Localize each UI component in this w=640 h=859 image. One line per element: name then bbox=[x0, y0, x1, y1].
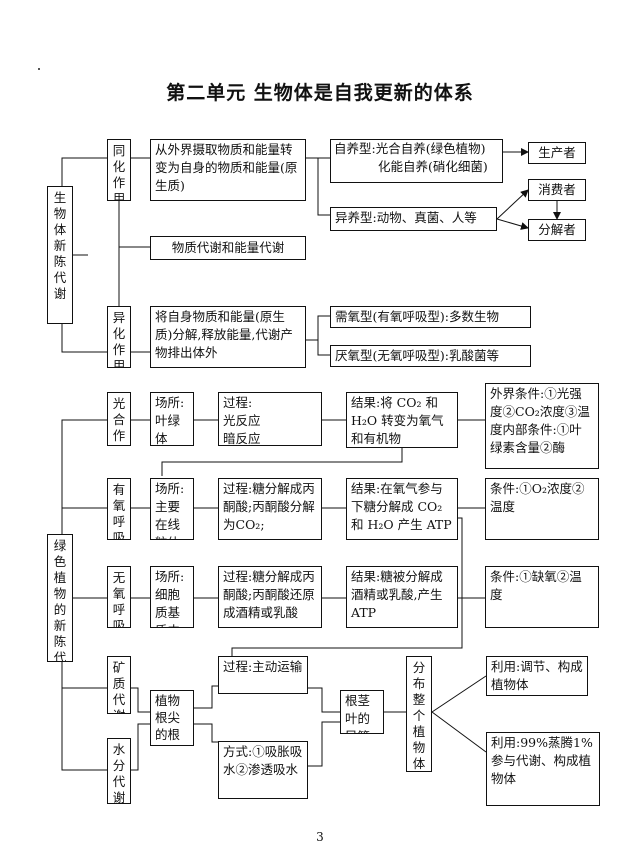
aerobic-type-box: 需氧型(有氧呼吸型):多数生物 bbox=[330, 306, 531, 328]
dissimilation-box: 异化作用 bbox=[107, 306, 131, 368]
water-metabolism-box: 水分代谢 bbox=[107, 738, 131, 804]
anaerobic-type-box: 厌氧型(无氧呼吸型):乳酸菌等 bbox=[330, 345, 531, 367]
plant-metabolism-box: 绿色植物的新陈代谢 bbox=[47, 534, 73, 662]
heterotrophic-box: 异养型:动物、真菌、人等 bbox=[330, 207, 497, 231]
stray-dot bbox=[38, 68, 40, 70]
page-number: 3 bbox=[316, 830, 324, 844]
metabolism-box: 物质代谢和能量代谢 bbox=[150, 236, 306, 260]
assimilation-box: 同化作用 bbox=[107, 139, 131, 201]
an-result-box: 结果:糖被分解成酒精或乳酸,产生ATP bbox=[346, 566, 458, 628]
ar-place-box: 场所:主要在线粒体 bbox=[150, 478, 194, 540]
water-method-box: 方式:①吸胀吸水②渗透吸水 bbox=[218, 741, 308, 799]
photosynthesis-box: 光合作用 bbox=[107, 392, 131, 446]
autotrophic-frame bbox=[330, 139, 503, 183]
ar-process-box: 过程:糖分解成丙酮酸;丙酮酸分解为CO₂; bbox=[218, 478, 322, 540]
organism-metabolism-box: 生物体新陈代谢 bbox=[47, 186, 73, 324]
vessel-box: 根茎叶的导管 bbox=[340, 690, 384, 734]
chemoautotrophic-label: 化能自养(硝化细菌) bbox=[378, 159, 488, 174]
assimilation-desc-box: 从外界摄取物质和能量转变为自身的物质和能量(原生质) bbox=[150, 139, 306, 201]
decomposer-box: 分解者 bbox=[528, 219, 586, 241]
water-use-box: 利用:99%蒸腾1%参与代谢、构成植物体 bbox=[486, 732, 600, 806]
mineral-process-box: 过程:主动运输 bbox=[218, 656, 308, 694]
autotrophic-label: 自养型:光合自养(绿色植物) bbox=[334, 141, 486, 156]
page-title: 第二单元 生物体是自我更新的体系 bbox=[166, 82, 474, 104]
an-process-box: 过程:糖分解成丙酮酸;丙酮酸还原成酒精或乳酸 bbox=[218, 566, 322, 628]
ps-process-label: 过程: bbox=[223, 395, 253, 410]
consumer-box: 消费者 bbox=[528, 179, 586, 201]
producer-box: 生产者 bbox=[528, 142, 586, 164]
root-hair-zone-box: 植物根尖的根毛区 bbox=[150, 690, 194, 746]
an-condition-box: 条件:①缺氧②温度 bbox=[485, 566, 599, 628]
mineral-metabolism-box: 矿质代谢 bbox=[107, 656, 131, 714]
autotrophic-box: 自养型:光合自养(绿色植物) 化能自养(硝化细菌) bbox=[330, 139, 503, 183]
ps-place-box: 场所:叶绿体 bbox=[150, 392, 194, 446]
ps-process-box: 过程: 光反应 暗反应 bbox=[218, 392, 322, 446]
ps-result-box: 结果:将 CO₂ 和 H₂O 转变为氧气和有机物 bbox=[346, 392, 458, 448]
an-place-box: 场所:细胞质基质中 bbox=[150, 566, 194, 628]
ps-dark-reaction: 暗反应 bbox=[223, 431, 261, 446]
dissimilation-desc-box: 将自身物质和能量(原生质)分解,释放能量,代谢产物排出体外 bbox=[150, 306, 306, 368]
ps-light-reaction: 光反应 bbox=[223, 413, 261, 428]
mineral-use-box: 利用:调节、构成植物体 bbox=[486, 656, 588, 696]
ar-result-box: 结果:在氧气参与下糖分解成 CO₂和 H₂O 产生 ATP bbox=[346, 478, 458, 540]
aerobic-resp-box: 有氧呼吸 bbox=[107, 478, 131, 540]
ps-condition-box: 外界条件:①光强度②CO₂浓度③温度内部条件:①叶绿素含量②酶 bbox=[485, 383, 599, 469]
anaerobic-resp-box: 无氧呼吸 bbox=[107, 566, 131, 628]
ar-condition-box: 条件:①O₂浓度②温度 bbox=[485, 478, 599, 540]
distribute-box: 分布整个植物体 bbox=[406, 656, 432, 772]
